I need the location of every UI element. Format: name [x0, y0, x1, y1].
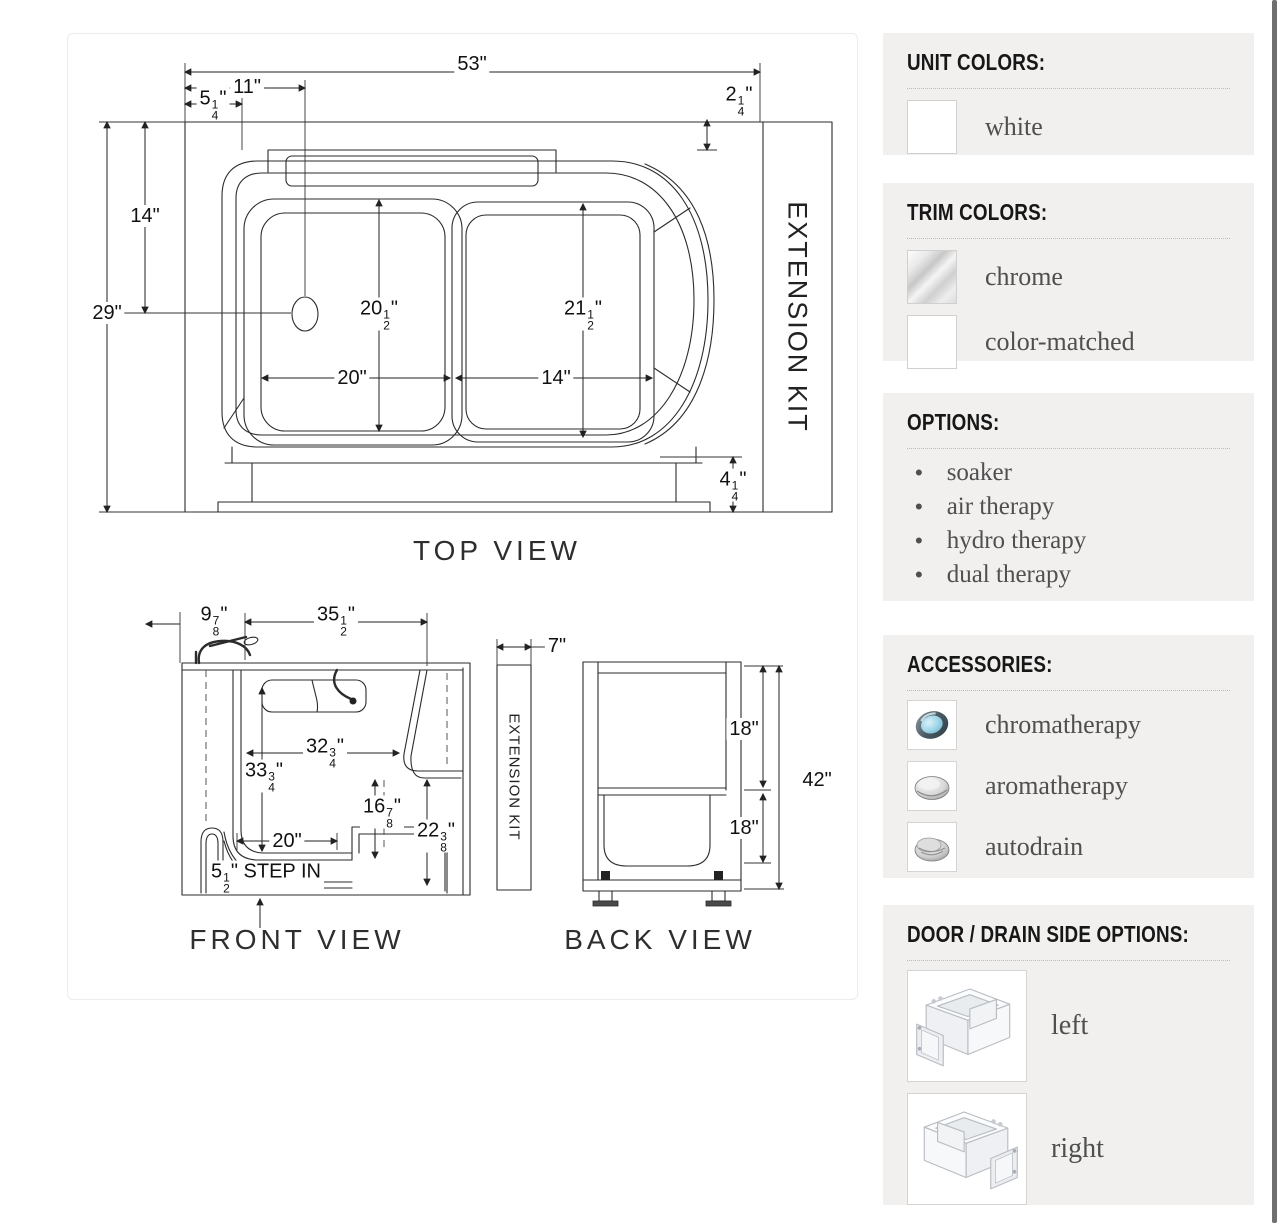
door-drain-section: DOOR / DRAIN SIDE OPTIONS: — [883, 905, 1254, 1205]
door-option-label: left — [1051, 1010, 1089, 1041]
accessory-label: chromatherapy — [985, 710, 1141, 739]
trim-color-label: color-matched — [985, 327, 1135, 356]
trim-color-label: chrome — [985, 262, 1063, 291]
option-item-dual-therapy: • dual therapy — [915, 561, 1071, 588]
accessory-row-aromatherapy: aromatherapy — [907, 761, 1230, 811]
dim-seat-length: 14" — [538, 367, 574, 389]
bullet-icon: • — [915, 460, 923, 485]
chrome-trim-swatch — [907, 250, 957, 304]
accessories-title: ACCESSORIES: — [907, 651, 1053, 677]
top-view-drawing — [99, 63, 833, 514]
back-view-title: BACK VIEW — [564, 924, 756, 955]
bullet-icon: • — [915, 494, 923, 519]
extension-kit-label-top: EXTENSION KIT — [782, 201, 813, 433]
door-option-row-right: right — [907, 1093, 1230, 1205]
dim-upper-section: 18" — [726, 718, 762, 740]
color-matched-trim-swatch — [907, 315, 957, 369]
accessory-label: autodrain — [985, 832, 1084, 861]
dim-left-upper: 14" — [127, 205, 163, 227]
extension-kit-strip — [496, 664, 532, 891]
vertical-scrollbar[interactable] — [1272, 0, 1277, 1223]
accessory-label: aromatherapy — [985, 771, 1128, 800]
back-view-drawing — [582, 661, 784, 907]
dim-floor-length: 20" — [269, 830, 305, 852]
dim-overall-height: 42" — [799, 769, 835, 791]
accessory-row-chromatherapy: chromatherapy — [907, 700, 1230, 750]
option-item-soaker: • soaker — [915, 459, 1012, 486]
option-item-air-therapy: • air therapy — [915, 493, 1055, 520]
trim-color-row-chrome: chrome — [907, 250, 1230, 304]
divider — [907, 448, 1230, 449]
hand-shower-hose — [332, 668, 353, 701]
drain-circle — [291, 296, 319, 332]
accessories-section: ACCESSORIES: chromatherapy — [883, 635, 1254, 878]
divider — [907, 690, 1230, 691]
options-section: OPTIONS: • soaker • air therapy • hydro … — [883, 393, 1254, 601]
dim-extension-width: 7" — [544, 635, 570, 657]
bullet-icon: • — [915, 562, 923, 587]
chromatherapy-light-icon — [907, 700, 957, 750]
autodrain-icon — [907, 822, 957, 872]
divider — [907, 960, 1230, 961]
extension-kit-label-front: EXTENSION KIT — [505, 713, 523, 841]
door-option-label: right — [1051, 1133, 1104, 1164]
white-color-swatch — [907, 100, 957, 154]
aromatherapy-jet-icon — [907, 761, 957, 811]
faucet-spout — [194, 635, 259, 665]
trim-color-row-color-matched: color-matched — [907, 315, 1230, 369]
dim-lower-section: 18" — [726, 817, 762, 839]
top-view-title: TOP VIEW — [413, 535, 581, 566]
walk-in-tub-door-left-image — [907, 970, 1027, 1082]
divider — [907, 88, 1230, 89]
unit-colors-section: UNIT COLORS: white — [883, 33, 1254, 155]
dim-drain-offset: 11" — [230, 76, 264, 98]
walk-in-tub-door-right-image — [907, 1093, 1027, 1205]
option-item-hydro-therapy: • hydro therapy — [915, 527, 1087, 554]
unit-color-row-white: white — [907, 100, 1230, 154]
dim-overall-depth: 29" — [89, 302, 125, 324]
dim-overall-width: 53" — [454, 53, 490, 75]
divider — [907, 238, 1230, 239]
door-option-row-left: left — [907, 970, 1230, 1082]
accessory-row-autodrain: autodrain — [907, 822, 1230, 872]
bullet-icon: • — [915, 528, 923, 553]
door-drain-title: DOOR / DRAIN SIDE OPTIONS: — [907, 921, 1189, 947]
unit-colors-title: UNIT COLORS: — [907, 49, 1046, 75]
front-view-drawing — [144, 612, 545, 928]
tub-technical-drawing — [99, 63, 833, 928]
trim-colors-section: TRIM COLORS: chrome color-matched — [883, 183, 1254, 369]
trim-colors-title: TRIM COLORS: — [907, 199, 1048, 225]
front-view-title: FRONT VIEW — [189, 924, 405, 955]
unit-color-label: white — [985, 112, 1043, 141]
options-title: OPTIONS: — [907, 409, 1000, 435]
dim-footwell-length: 20" — [334, 367, 370, 389]
